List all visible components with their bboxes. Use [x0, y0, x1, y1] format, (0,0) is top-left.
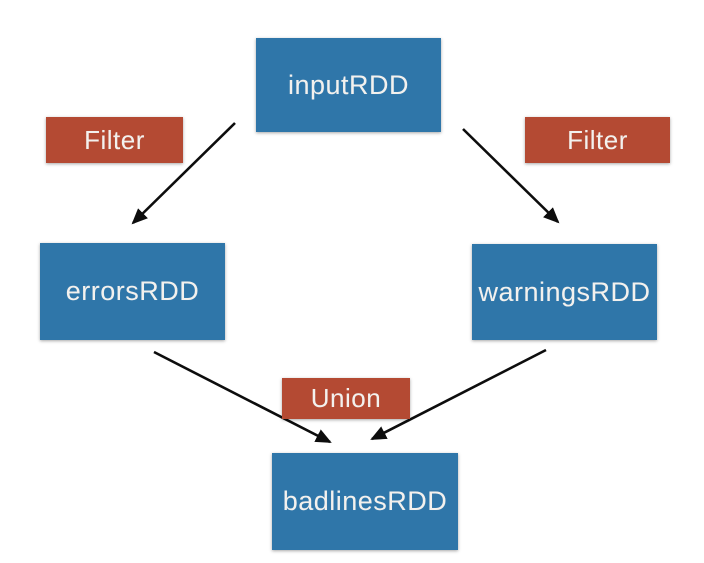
operation-filter-right-label: Filter: [567, 124, 628, 155]
edge-input-to-errors: [131, 122, 236, 225]
edge-warnings-to-badlines: [370, 348, 547, 441]
edge-errors-to-badlines: [153, 350, 332, 444]
node-warningsRDD-label: warningsRDD: [478, 276, 651, 307]
node-inputRDD: inputRDD: [256, 38, 441, 132]
node-inputRDD-label: inputRDD: [287, 69, 410, 100]
operation-filter-right: Filter: [525, 117, 670, 163]
edge-input-to-warnings: [462, 128, 560, 224]
node-badlinesRDD-label: badlinesRDD: [282, 486, 448, 516]
operation-union: Union: [282, 378, 410, 419]
node-warningsRDD: warningsRDD: [472, 244, 657, 340]
node-badlinesRDD: badlinesRDD: [272, 453, 458, 550]
operation-filter-left: Filter: [46, 117, 183, 163]
operation-union-label: Union: [310, 383, 382, 413]
node-errorsRDD-label: errorsRDD: [65, 276, 200, 306]
node-errorsRDD: errorsRDD: [40, 243, 225, 340]
operation-filter-left-label: Filter: [84, 124, 145, 155]
